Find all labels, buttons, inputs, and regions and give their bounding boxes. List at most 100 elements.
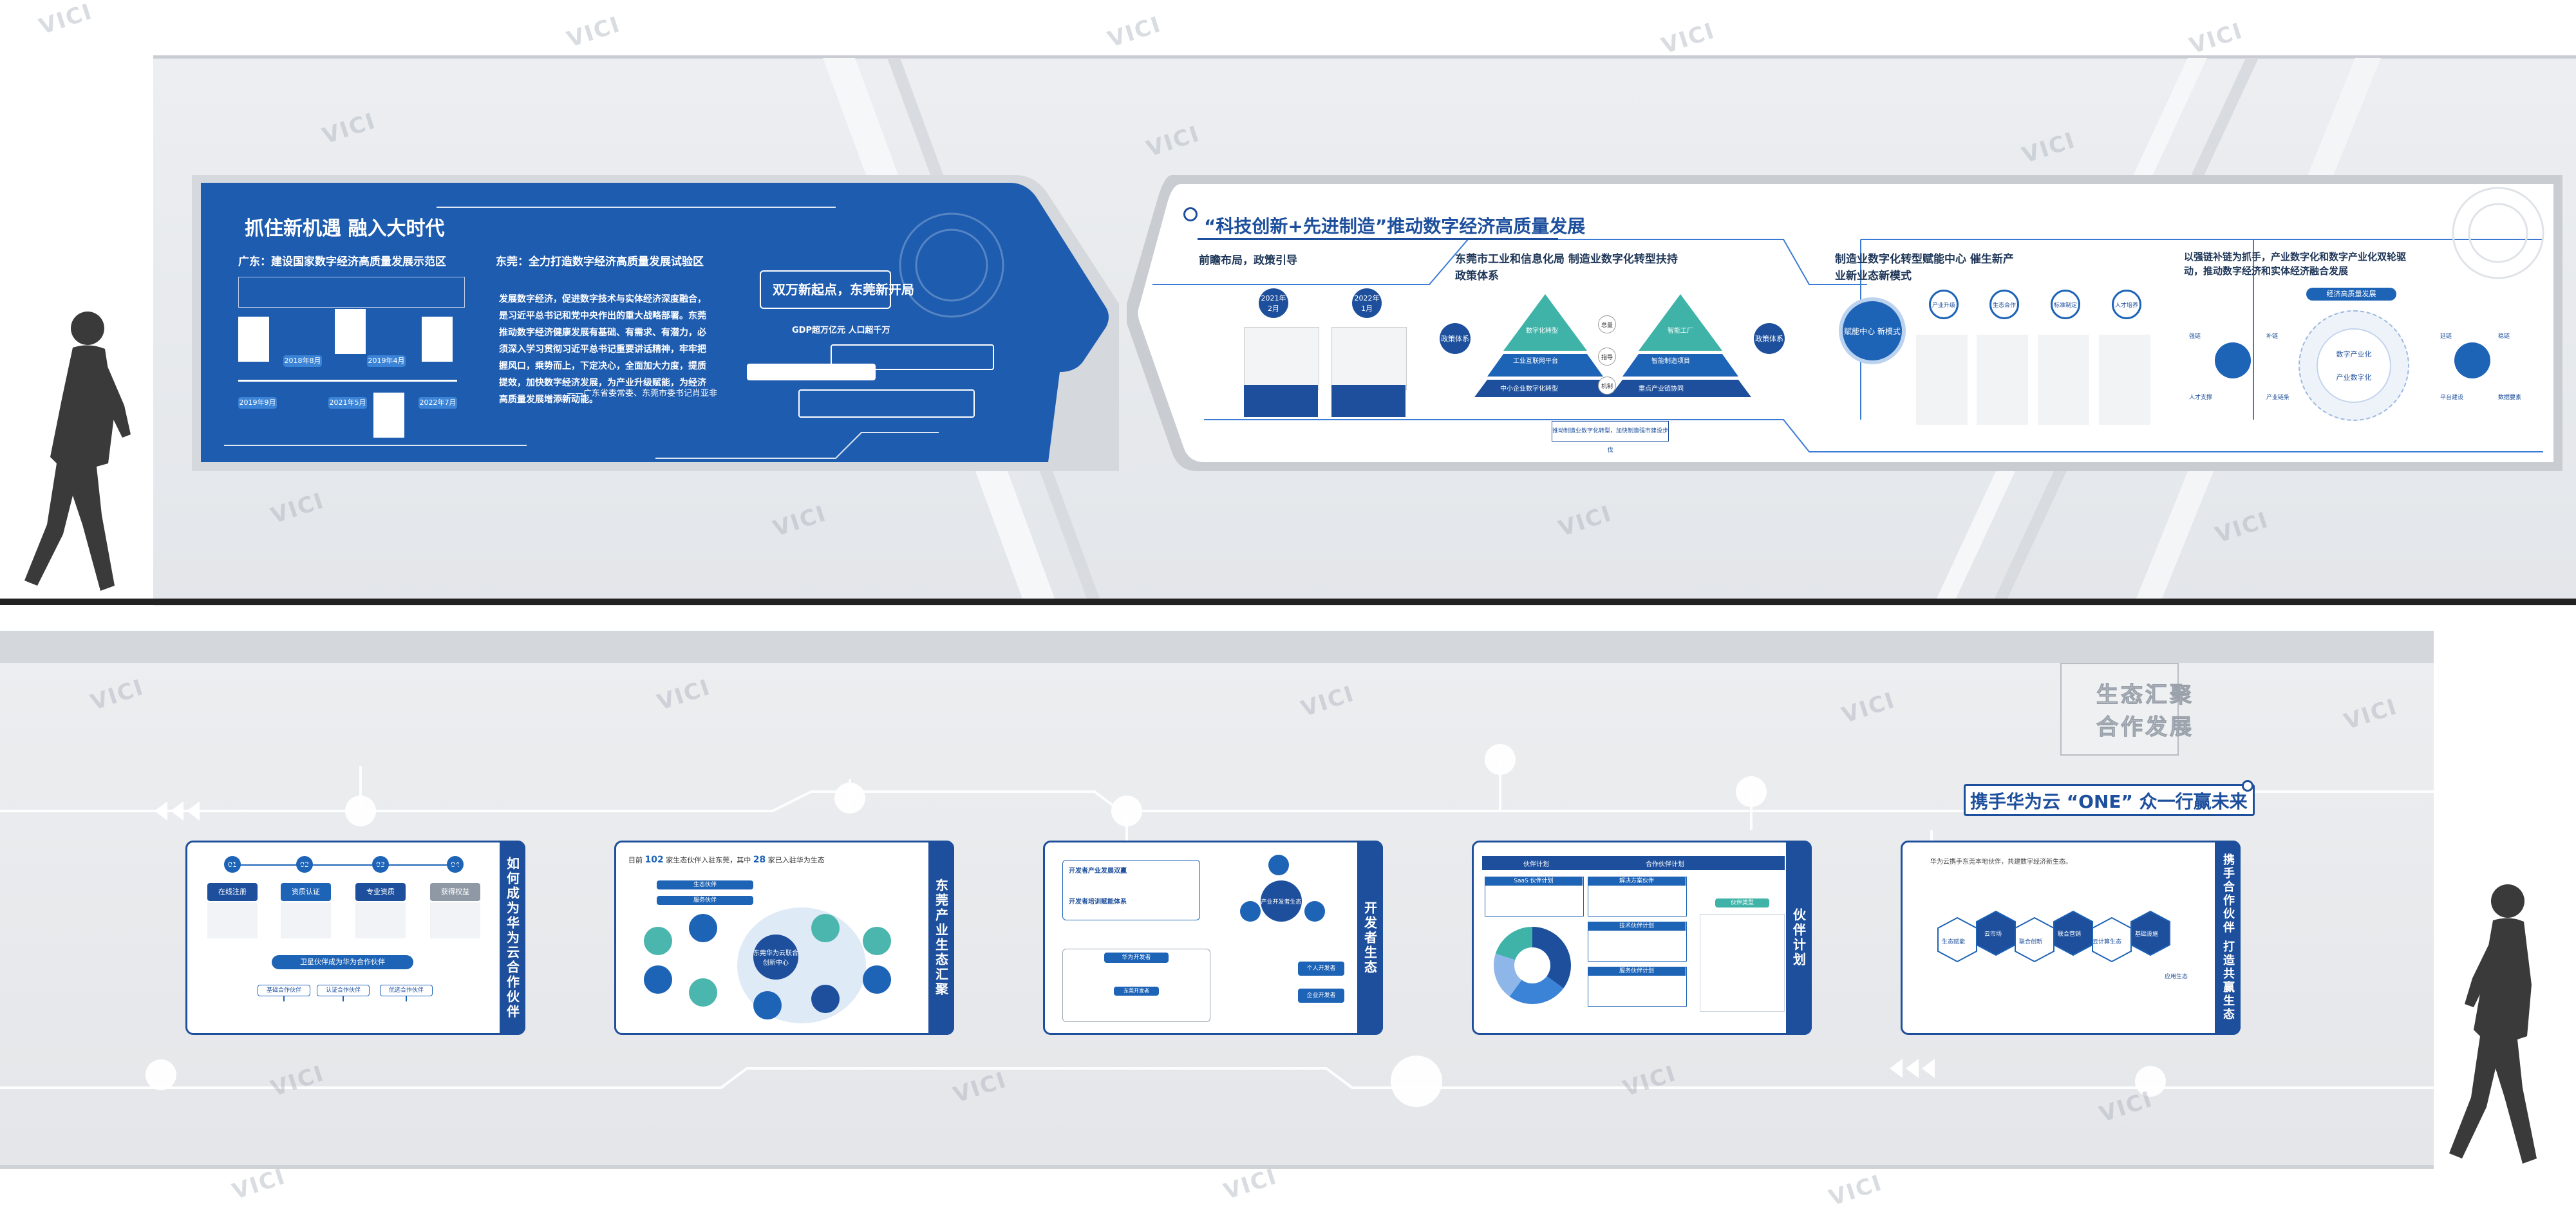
intro-prefix: 目前 — [628, 856, 643, 864]
enablement-ring-node: 标准制定 — [2051, 290, 2080, 319]
ecosystem-bar: 服务伙伴 — [657, 896, 753, 905]
ecosystem-node — [811, 985, 840, 1013]
side-label: 稳链 — [2498, 333, 2510, 340]
side-cluster-node — [2215, 342, 2251, 378]
year-badge: 2022年 1月 — [1352, 288, 1382, 318]
mid-node: 指导 — [1598, 348, 1616, 366]
mid-node: 总量 — [1598, 315, 1616, 333]
dual-drive-top-label: 数字产业化 — [2336, 350, 2372, 358]
step-connector — [229, 864, 461, 866]
pyramid2-label: 重点产业链协同 — [1639, 386, 1684, 393]
developer-type-button: 企业开发者 — [1298, 989, 1344, 1003]
policy-document-thumb — [373, 393, 404, 438]
blue-board-title: 抓住新机遇 融入大时代 — [245, 218, 445, 240]
ecosystem-intro: 目前 102 家生态伙伴入驻东莞，其中 28 家已入驻华为生态 — [628, 855, 825, 865]
step-label: 资质认证 — [281, 883, 331, 901]
program-header-bar — [1482, 856, 1785, 870]
step-desc-box — [207, 902, 258, 938]
side-label: 产业链条 — [2266, 395, 2290, 401]
watermark: VICI — [1825, 1169, 1886, 1212]
ecosystem-node — [644, 965, 672, 994]
col2-heading: 东莞市工业和信息化局 制造业数字化转型扶持政策体系 — [1455, 253, 1678, 283]
developer-info-box — [1062, 860, 1200, 920]
developer-box — [1062, 949, 1210, 1022]
policy-node: 政策体系 — [1440, 323, 1471, 354]
guangdong-timeline-line — [238, 380, 457, 382]
side-label: 数据要素 — [2498, 395, 2522, 401]
developer-ring-node — [1268, 855, 1289, 875]
enablement-text-card — [2038, 335, 2089, 425]
donut-hole — [1514, 947, 1550, 983]
guangdong-heading: 广东：建设国家数字经济高质量发展示范区 — [238, 256, 446, 268]
partner-level: 认证合作伙伴 — [317, 985, 370, 996]
program-block-title: SaaS 伙伴计划 — [1485, 877, 1583, 886]
timeline-label: 2021年5月 — [328, 397, 367, 409]
col4-heading: 以强链补链为抓手，产业数字化和数字产业化双轮驱动，推动数字经济和实体经济融合发展 — [2184, 251, 2407, 277]
step-label: 获得权益 — [430, 883, 480, 901]
circuit-line-pattern — [0, 744, 2434, 1107]
hex-label: 联合营销 — [2058, 931, 2082, 938]
callout-title: 双万新起点，东莞新开局 — [773, 282, 914, 297]
policy-caption-box — [1244, 385, 1318, 417]
ecosystem-node — [689, 914, 717, 942]
ecosystem-node — [863, 927, 891, 955]
timeline-label: 2022年7月 — [418, 397, 457, 409]
step-desc-box — [355, 902, 406, 938]
year-badge: 2021年 2月 — [1259, 288, 1288, 318]
pyramid2-label: 智能制造项目 — [1651, 358, 1690, 365]
enablement-text-card — [1916, 335, 1968, 425]
developer-ring-node — [1240, 901, 1261, 922]
intro-number: 28 — [753, 855, 766, 865]
program-block-title: 解决方案伙伴 — [1588, 877, 1686, 886]
lower-floor-line — [0, 1165, 2434, 1169]
program-block-title: 技术伙伴计划 — [1588, 922, 1686, 931]
watermark: VICI — [1220, 1163, 1281, 1205]
card-tab: 开发者生态 — [1357, 841, 1383, 1035]
developer-type-button: 个人开发者 — [1298, 962, 1344, 976]
pyramid2-label: 智能工厂 — [1668, 328, 1693, 335]
enablement-ring-node: 人才培养 — [2112, 290, 2141, 319]
card-tab: 东莞产业生态汇聚 — [928, 841, 954, 1035]
step-label: 在线注册 — [207, 883, 258, 901]
developer-ring-node — [1304, 901, 1325, 922]
intro-middle: 家生态伙伴入驻东莞，其中 — [666, 856, 751, 864]
guangdong-intro-box — [238, 277, 465, 308]
hex-label: 应用生态 — [2165, 974, 2188, 980]
card-tab: 携手合作伙伴 打造共赢生态 — [2215, 841, 2241, 1035]
enablement-ring-node: 生态合作 — [1989, 290, 2019, 319]
dual-drive-bottom-label: 产业数字化 — [2336, 373, 2372, 382]
enablement-center-node: 赋能中心 新模式 — [1839, 297, 1906, 364]
hex-label: 生态赋能 — [1942, 939, 1966, 945]
ecosystem-bar: 生态伙伴 — [657, 880, 753, 889]
developer-item: 开发者培训赋能体系 — [1069, 898, 1127, 906]
program-block-title: 伙伴类型 — [1715, 898, 1769, 907]
developer-item: 开发者产业发展双赢 — [1069, 868, 1127, 875]
ecosystem-center-node: 东莞华为云联合创新中心 — [753, 935, 798, 980]
dongguan-body: 发展数字经济，促进数字技术与实体经济深度融合，是习近平总书记和党中央作出的重大战… — [499, 294, 706, 405]
mid-node: 机制 — [1598, 377, 1616, 395]
policy-document-thumb — [238, 317, 269, 362]
callout-highlight: GDP超万亿元 人口超千万 — [792, 326, 890, 335]
hex-label: 联合创新 — [2019, 939, 2043, 945]
callout-white-strip — [747, 364, 876, 380]
huawei-headline: 携手华为云 “ONE” 众一行赢未来 — [1970, 791, 2248, 812]
developer-box-title: 华为开发者 — [1104, 953, 1169, 963]
policy-document-thumb — [422, 317, 453, 362]
program-header-left: 伙伴计划 — [1523, 861, 1549, 868]
side-label: 平台建设 — [2440, 395, 2464, 401]
economy-badge: 经济高质量发展 — [2306, 288, 2396, 301]
policy-document-thumb — [335, 309, 366, 354]
side-label: 补链 — [2266, 333, 2279, 340]
timeline-label: 2018年8月 — [283, 355, 322, 367]
partner-level: 基础合作伙伴 — [258, 985, 310, 996]
enablement-text-card — [1977, 335, 2028, 425]
dual-drive-center: 数字产业化 产业数字化 — [2317, 328, 2391, 403]
program-block-title: 服务伙伴计划 — [1588, 967, 1686, 976]
sign-line-2: 合作发展 — [2096, 714, 2194, 741]
card-tab: 伙伴计划 — [1786, 841, 1812, 1035]
hex-label: 云计算生态 — [2092, 939, 2122, 945]
lower-wall-top-band — [0, 631, 2434, 663]
ecosystem-node — [753, 991, 782, 1019]
card-tab: 如何成为华为云合作伙伴 — [500, 841, 525, 1035]
step-desc-box — [281, 902, 331, 938]
